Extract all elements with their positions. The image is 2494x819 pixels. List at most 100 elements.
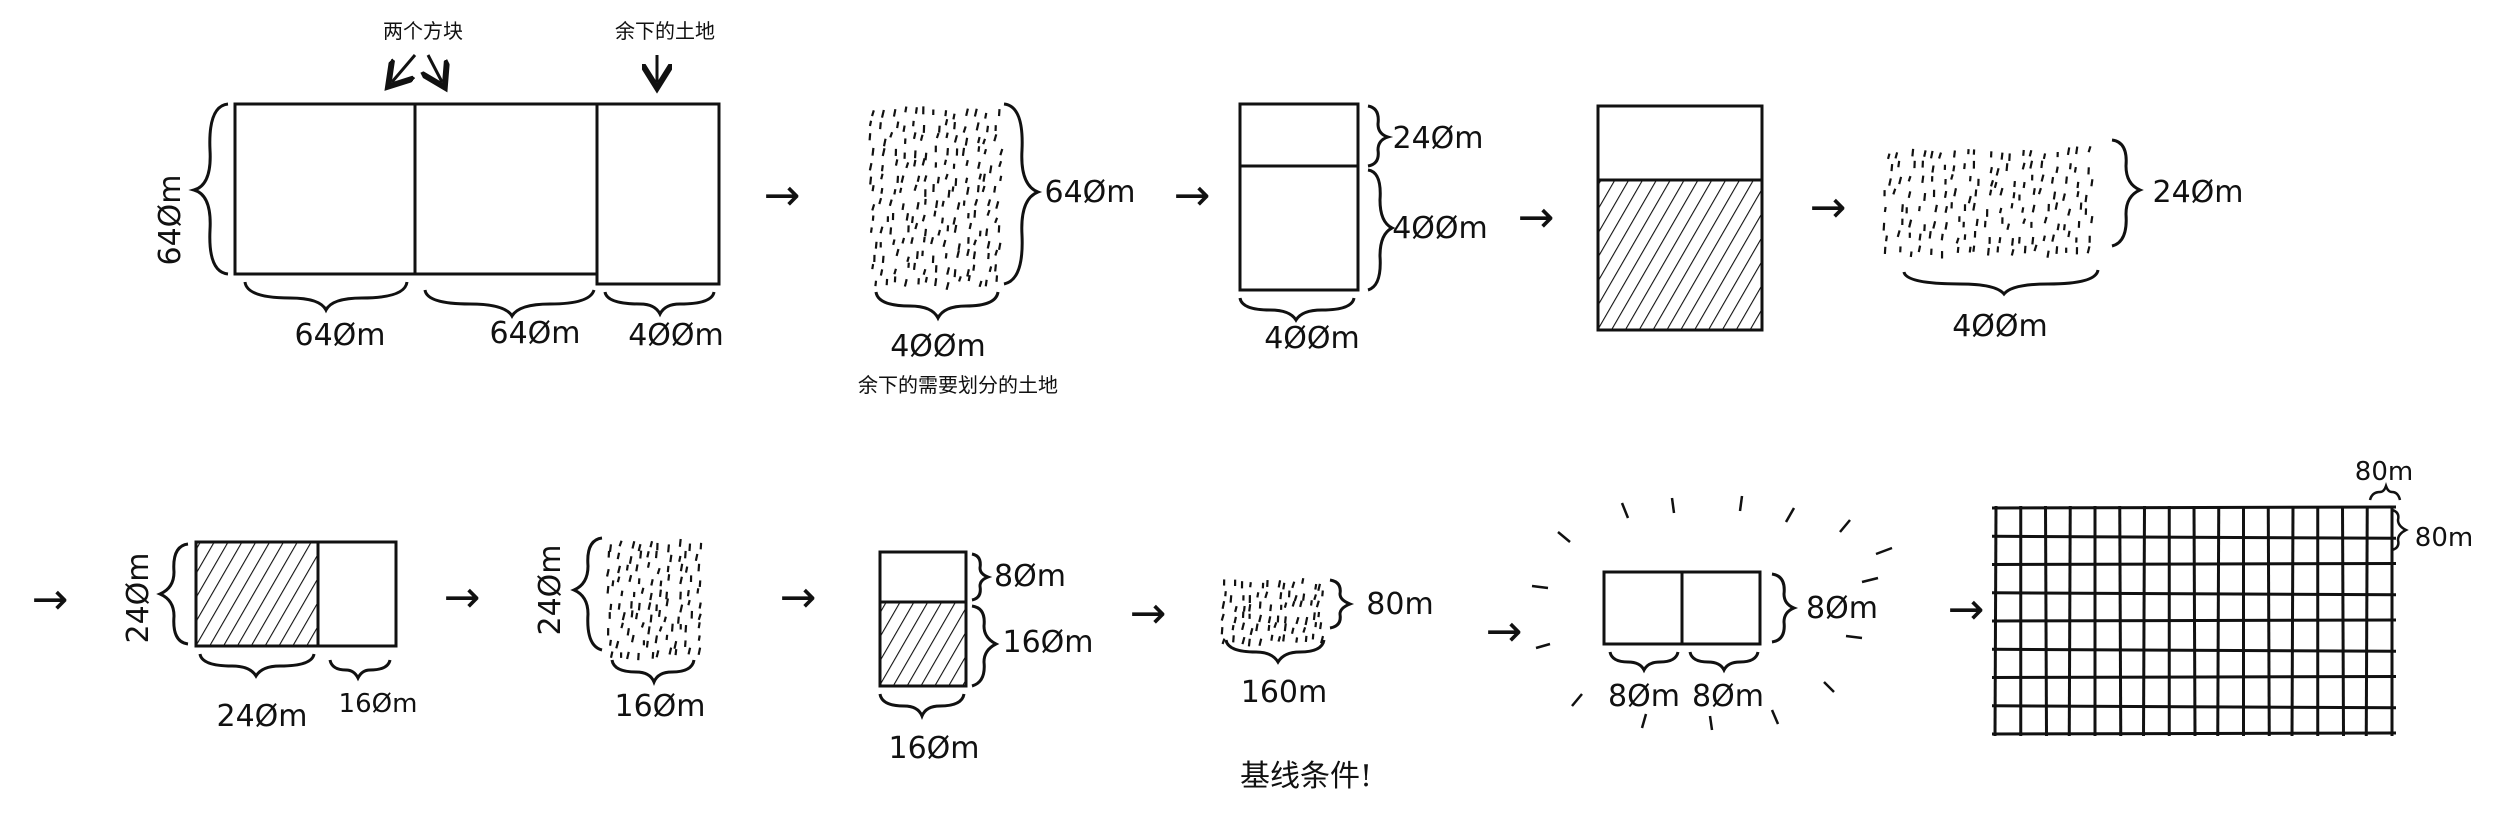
- bottom-label: 16Øm: [1002, 625, 1093, 660]
- dot-mark: [1969, 196, 1971, 203]
- dot-mark: [611, 604, 612, 610]
- dot-mark: [681, 564, 682, 571]
- dot-mark: [1257, 592, 1258, 597]
- dot-mark: [1279, 580, 1280, 587]
- height-brace: [1772, 574, 1794, 642]
- dot-mark: [1285, 602, 1286, 607]
- dot-mark: [2032, 237, 2033, 244]
- dot-mark: [656, 635, 657, 643]
- dot-mark: [622, 591, 623, 596]
- dot-mark: [925, 229, 926, 236]
- dot-mark: [1314, 594, 1316, 599]
- dot-mark: [1919, 246, 1920, 252]
- dot-mark: [1997, 168, 1999, 175]
- width-brace-3: [605, 292, 714, 314]
- dot-mark: [870, 133, 871, 140]
- dot-mark: [983, 174, 984, 182]
- dot-mark: [2052, 177, 2053, 184]
- dot-mark: [926, 277, 927, 283]
- dot-mark: [670, 648, 672, 655]
- height-label: 24Øm: [121, 552, 156, 643]
- dot-mark: [1995, 182, 1997, 188]
- dot-mark: [1909, 220, 1911, 228]
- dot-mark: [680, 539, 681, 547]
- dot-mark: [2022, 207, 2023, 212]
- dot-mark: [986, 228, 987, 235]
- dot-mark: [1990, 190, 1991, 196]
- dot-mark: [2066, 177, 2067, 184]
- burst-line: [1876, 548, 1892, 554]
- dot-mark: [1970, 247, 1971, 253]
- dot-mark: [966, 109, 968, 116]
- dot-mark: [957, 250, 959, 257]
- dot-mark: [630, 556, 631, 564]
- dot-mark: [907, 213, 908, 220]
- dot-mark: [664, 617, 665, 622]
- dot-mark: [979, 174, 981, 180]
- width-label: 4ØØm: [890, 329, 986, 364]
- square-2: [1682, 572, 1760, 644]
- dot-mark: [974, 251, 975, 259]
- dot-mark: [977, 122, 979, 130]
- dot-mark: [1306, 636, 1307, 642]
- dot-mark: [1931, 151, 1932, 158]
- width-brace-1: [200, 654, 314, 676]
- dot-mark: [1912, 149, 1913, 157]
- dot-mark: [914, 160, 915, 167]
- dot-mark: [2077, 191, 2078, 197]
- grid-lines: [1992, 506, 2396, 736]
- dot-mark: [1939, 153, 1941, 159]
- dot-mark: [918, 176, 919, 182]
- dot-mark: [610, 640, 611, 646]
- dot-mark: [2034, 188, 2035, 195]
- dot-mark: [936, 200, 937, 208]
- grid-row-line: [1992, 564, 2396, 565]
- dot-mark: [2030, 161, 2032, 169]
- width-brace: [612, 660, 694, 682]
- dot-mark: [651, 579, 652, 585]
- dot-mark: [1283, 583, 1284, 590]
- dot-mark: [2023, 150, 2024, 156]
- dot-mark: [2068, 147, 2069, 154]
- dot-mark: [953, 114, 954, 120]
- grid-row-line: [1992, 649, 2396, 651]
- dot-mark: [906, 162, 908, 167]
- top-label: 24Øm: [1392, 121, 1483, 156]
- dot-mark: [674, 641, 676, 649]
- dot-mark: [639, 544, 641, 551]
- dot-mark: [2034, 245, 2036, 251]
- dot-mark: [2063, 194, 2065, 201]
- dot-mark: [1954, 151, 1955, 158]
- width-brace-2: [1690, 652, 1758, 670]
- dot-mark: [680, 605, 682, 613]
- dot-mark: [970, 223, 971, 229]
- dot-mark: [897, 122, 898, 128]
- dot-mark: [1958, 247, 1959, 253]
- dot-mark: [931, 237, 933, 244]
- top-brace: [1368, 106, 1388, 166]
- dot-mark: [946, 119, 947, 125]
- dot-mark: [618, 566, 620, 573]
- dot-mark: [1977, 219, 1978, 226]
- dot-mark: [896, 159, 897, 165]
- dot-mark: [1292, 628, 1293, 634]
- dot-mark: [688, 600, 689, 605]
- dot-mark: [699, 564, 700, 572]
- dot-mark: [897, 249, 899, 256]
- dot-mark: [949, 190, 950, 198]
- dot-mark: [937, 133, 939, 138]
- width-brace-1: [245, 282, 407, 310]
- dot-mark: [1888, 154, 1889, 159]
- dot-mark: [1279, 636, 1281, 641]
- dot-mark: [2012, 238, 2013, 246]
- dot-mark: [945, 160, 946, 165]
- dot-mark: [1964, 163, 1965, 169]
- dot-mark: [2024, 182, 2025, 188]
- arrow-r1-2: →: [1174, 170, 1211, 221]
- dot-mark: [667, 598, 668, 606]
- dot-mark: [699, 614, 701, 620]
- dot-mark: [1315, 584, 1316, 590]
- dot-mark: [945, 110, 946, 116]
- dot-mark: [914, 263, 915, 270]
- arrow-to-block-2: [428, 55, 442, 82]
